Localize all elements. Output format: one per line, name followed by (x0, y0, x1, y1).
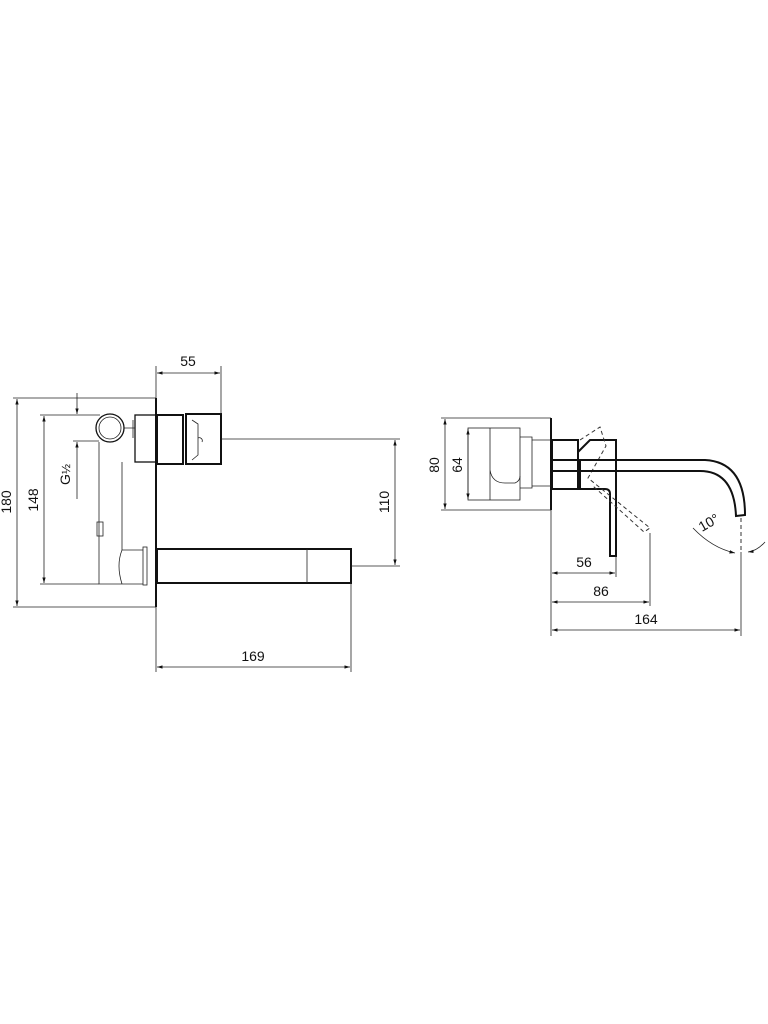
handle-base (156, 414, 184, 465)
body-clip (96, 521, 104, 537)
thread-label: G ½ (57, 464, 73, 485)
valve-box (467, 427, 521, 501)
spout (156, 548, 352, 584)
flange (142, 546, 148, 586)
body (551, 439, 579, 490)
angle-arc-left (692, 527, 736, 554)
inlet-inner-ring (98, 416, 122, 440)
dim-180-label: 180 (0, 490, 14, 514)
dim-148-label: 148 (25, 488, 41, 512)
side-view: 55 180 148 G ½ 110 169 (0, 353, 400, 672)
lever (577, 439, 617, 557)
lever-open-position (579, 426, 651, 533)
handle (185, 413, 222, 465)
inlet-ring (95, 413, 125, 443)
dim-80-label: 80 (426, 457, 442, 473)
thread-letter: G (57, 474, 73, 485)
dim-86-label: 86 (593, 583, 609, 599)
valve-stub (520, 436, 551, 489)
thread-fraction: ½ (59, 464, 73, 474)
valve-box-detail (489, 428, 521, 500)
spout (552, 459, 747, 518)
dim-56-label: 56 (576, 554, 592, 570)
dim-164-label: 164 (634, 611, 658, 627)
mixer-body-outline (98, 442, 143, 585)
dim-55-label: 55 (180, 353, 196, 369)
body-block (134, 414, 157, 463)
dim-64-label: 64 (449, 457, 465, 473)
front-view: 80 64 10° 56 86 164 (426, 417, 766, 636)
angle-arc-right (747, 541, 766, 554)
angle-label: 10° (696, 510, 722, 534)
handle-detail (191, 419, 203, 461)
dim-169-label: 169 (241, 648, 265, 664)
inlet-connector (124, 420, 135, 438)
dim-110-label: 110 (376, 491, 392, 514)
